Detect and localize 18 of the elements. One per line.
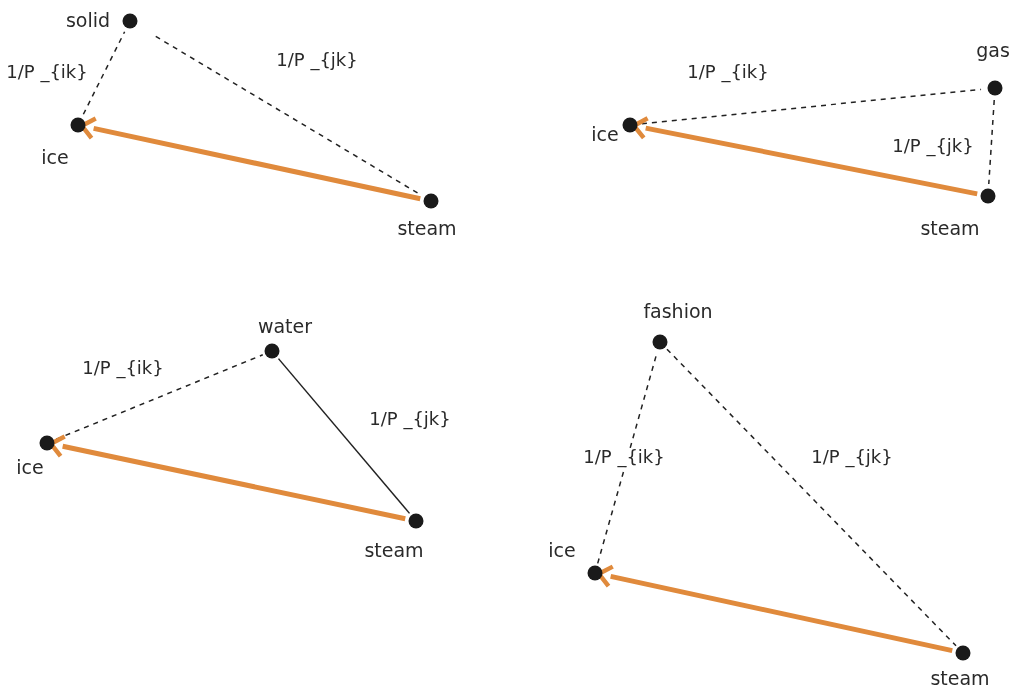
node-label: ice bbox=[548, 540, 576, 560]
connector-line bbox=[641, 88, 982, 125]
connector-line bbox=[277, 357, 411, 515]
node-label: ice bbox=[41, 147, 69, 167]
node-label: ice bbox=[591, 124, 619, 144]
node-label: fashion bbox=[643, 301, 713, 321]
node-label: ice bbox=[16, 457, 44, 477]
node-label: gas bbox=[976, 40, 1010, 60]
node-label: steam bbox=[920, 218, 980, 238]
connector-line bbox=[666, 348, 957, 647]
connector-line bbox=[155, 35, 420, 195]
node-label: steam bbox=[364, 540, 424, 560]
connector-line bbox=[988, 99, 995, 185]
node-label: steam bbox=[930, 668, 990, 688]
node-label: solid bbox=[65, 10, 111, 30]
connector-line bbox=[82, 31, 126, 115]
node-label: steam bbox=[397, 218, 457, 238]
node-label: water bbox=[257, 316, 313, 336]
